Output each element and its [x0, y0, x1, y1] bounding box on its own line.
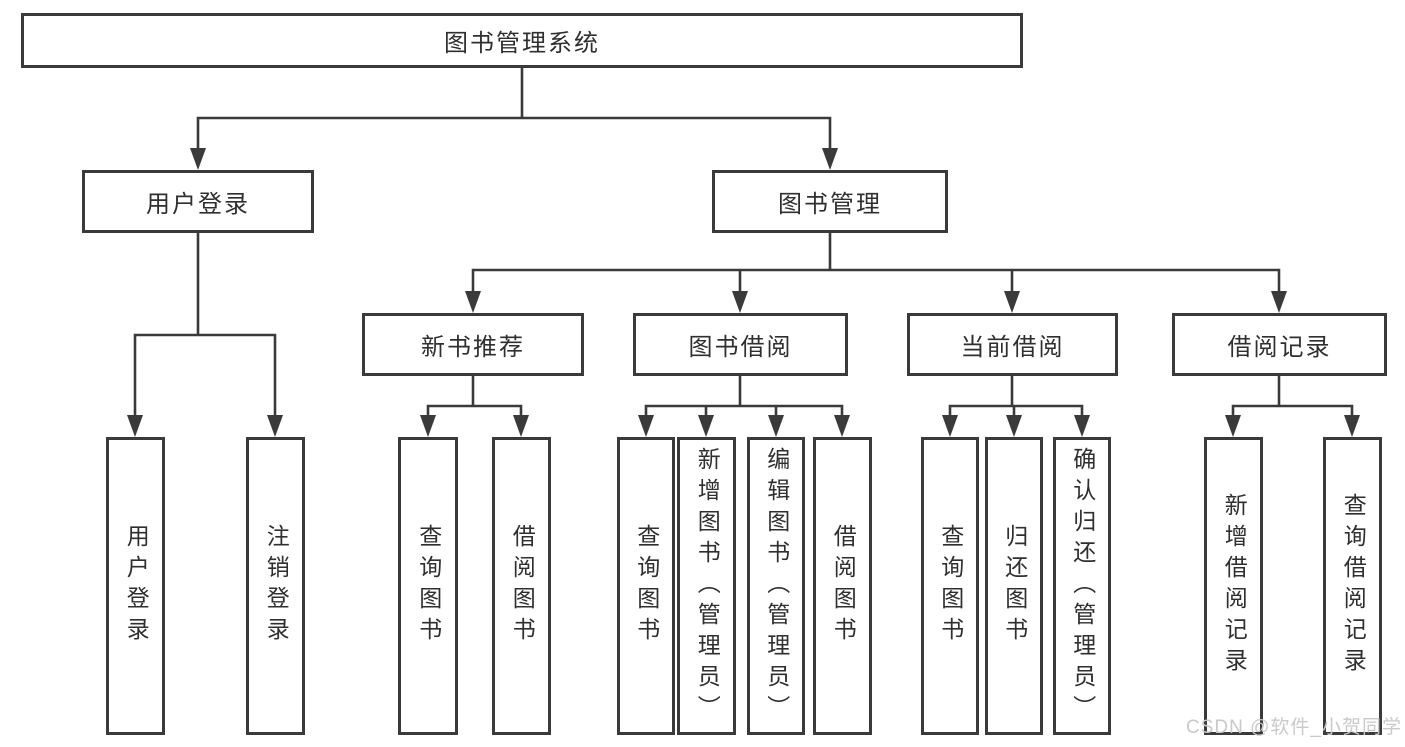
node-label: 借阅图书	[509, 524, 536, 648]
leaf-confirm-return-admin: 确认归还（管理员）	[1053, 437, 1111, 735]
node-book-borrowing: 图书借阅	[633, 313, 848, 376]
leaf-query-books-recommend: 查询图书	[398, 437, 458, 735]
node-library-system: 图书管理系统	[21, 13, 1023, 68]
node-label: 借阅记录	[1227, 334, 1332, 361]
leaf-borrow-books-recommend: 借阅图书	[492, 437, 551, 735]
leaf-query-books-current: 查询图书	[921, 437, 979, 735]
node-label: 当前借阅	[960, 334, 1065, 361]
node-label: 新增图书（管理员）	[694, 446, 721, 726]
leaf-return-books: 归还图书	[985, 437, 1043, 735]
leaf-edit-book-admin: 编辑图书（管理员）	[747, 437, 805, 735]
node-label: 确认归还（管理员）	[1069, 446, 1096, 726]
node-label: 归还图书	[1001, 524, 1028, 648]
node-user-login: 用户登录	[82, 170, 314, 233]
node-label: 图书借阅	[688, 334, 793, 361]
node-label: 查询借阅记录	[1340, 493, 1367, 679]
leaf-add-borrow-record: 新增借阅记录	[1204, 437, 1263, 735]
leaf-user-login: 用户登录	[106, 437, 165, 735]
node-label: 新书推荐	[421, 334, 525, 361]
node-borrowing-records: 借阅记录	[1172, 313, 1387, 376]
csdn-watermark: CSDN @软件_小贺同学	[1186, 717, 1402, 738]
leaf-logout: 注销登录	[246, 437, 305, 735]
node-label: 编辑图书（管理员）	[763, 446, 790, 726]
node-label: 图书管理系统	[444, 30, 600, 57]
node-current-borrowing: 当前借阅	[907, 313, 1118, 376]
leaf-query-borrow-record: 查询借阅记录	[1323, 437, 1382, 735]
node-label: 查询图书	[415, 524, 442, 648]
leaf-borrow-books-borrowing: 借阅图书	[813, 437, 872, 735]
node-label: 用户登录	[123, 524, 150, 648]
node-book-management: 图书管理	[712, 170, 948, 233]
node-label: 借阅图书	[830, 524, 857, 648]
node-label: 查询图书	[633, 524, 660, 648]
node-new-book-recommend: 新书推荐	[362, 313, 584, 376]
node-label: 图书管理	[778, 191, 882, 218]
leaf-query-books-borrowing: 查询图书	[617, 437, 675, 735]
node-label: 用户登录	[146, 191, 250, 218]
leaf-add-book-admin: 新增图书（管理员）	[677, 437, 736, 735]
node-label: 新增借阅记录	[1221, 493, 1248, 679]
node-label: 注销登录	[263, 524, 290, 648]
node-label: 查询图书	[937, 524, 964, 648]
